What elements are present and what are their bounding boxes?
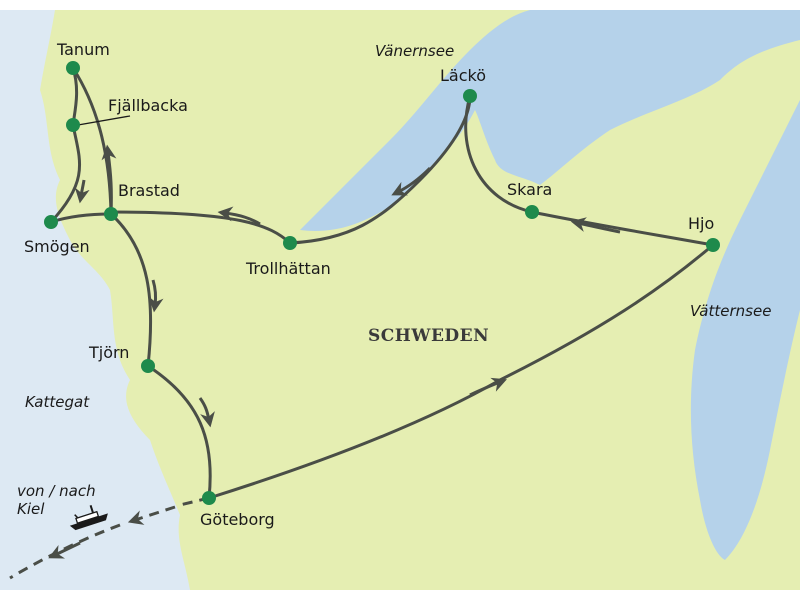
stop-tanum[interactable]: [66, 61, 80, 75]
label-trollhaettan: Trollhättan: [246, 259, 331, 278]
label-vaenern: Vänernsee: [375, 42, 455, 60]
lake-vaettern: [690, 100, 800, 560]
stop-laeckoe[interactable]: [463, 89, 477, 103]
stop-smoegen[interactable]: [44, 215, 58, 229]
label-vaettern: Vätternsee: [690, 302, 772, 320]
label-skara: Skara: [507, 180, 553, 199]
ferry-icon: [69, 504, 108, 531]
label-laeckoe: Läckö: [440, 66, 486, 85]
label-ferry-line1: von / nach: [17, 482, 96, 500]
stop-trollhaettan[interactable]: [283, 236, 297, 250]
label-hjo: Hjo: [688, 214, 715, 233]
stop-brastad[interactable]: [104, 207, 118, 221]
stop-hjo[interactable]: [706, 238, 720, 252]
label-smoegen: Smögen: [24, 237, 90, 256]
land: [40, 10, 800, 590]
stop-skara[interactable]: [525, 205, 539, 219]
stop-fjaellbacka[interactable]: [66, 118, 80, 132]
label-fjaellbacka: Fjällbacka: [108, 96, 188, 115]
stops: [44, 61, 720, 505]
label-tanum: Tanum: [57, 40, 110, 59]
stop-goeteborg[interactable]: [202, 491, 216, 505]
label-kattegat: Kattegat: [25, 393, 90, 411]
label-brastad: Brastad: [118, 181, 180, 200]
stop-tjoern[interactable]: [141, 359, 155, 373]
lake-vaenern: [300, 10, 800, 231]
route: [9, 67, 714, 580]
label-ferry-line2: Kiel: [17, 500, 45, 518]
label-tjoern: Tjörn: [89, 343, 130, 362]
label-leader: [77, 115, 131, 126]
country-label: SCHWEDEN: [368, 326, 490, 346]
label-goeteborg: Göteborg: [200, 510, 275, 529]
